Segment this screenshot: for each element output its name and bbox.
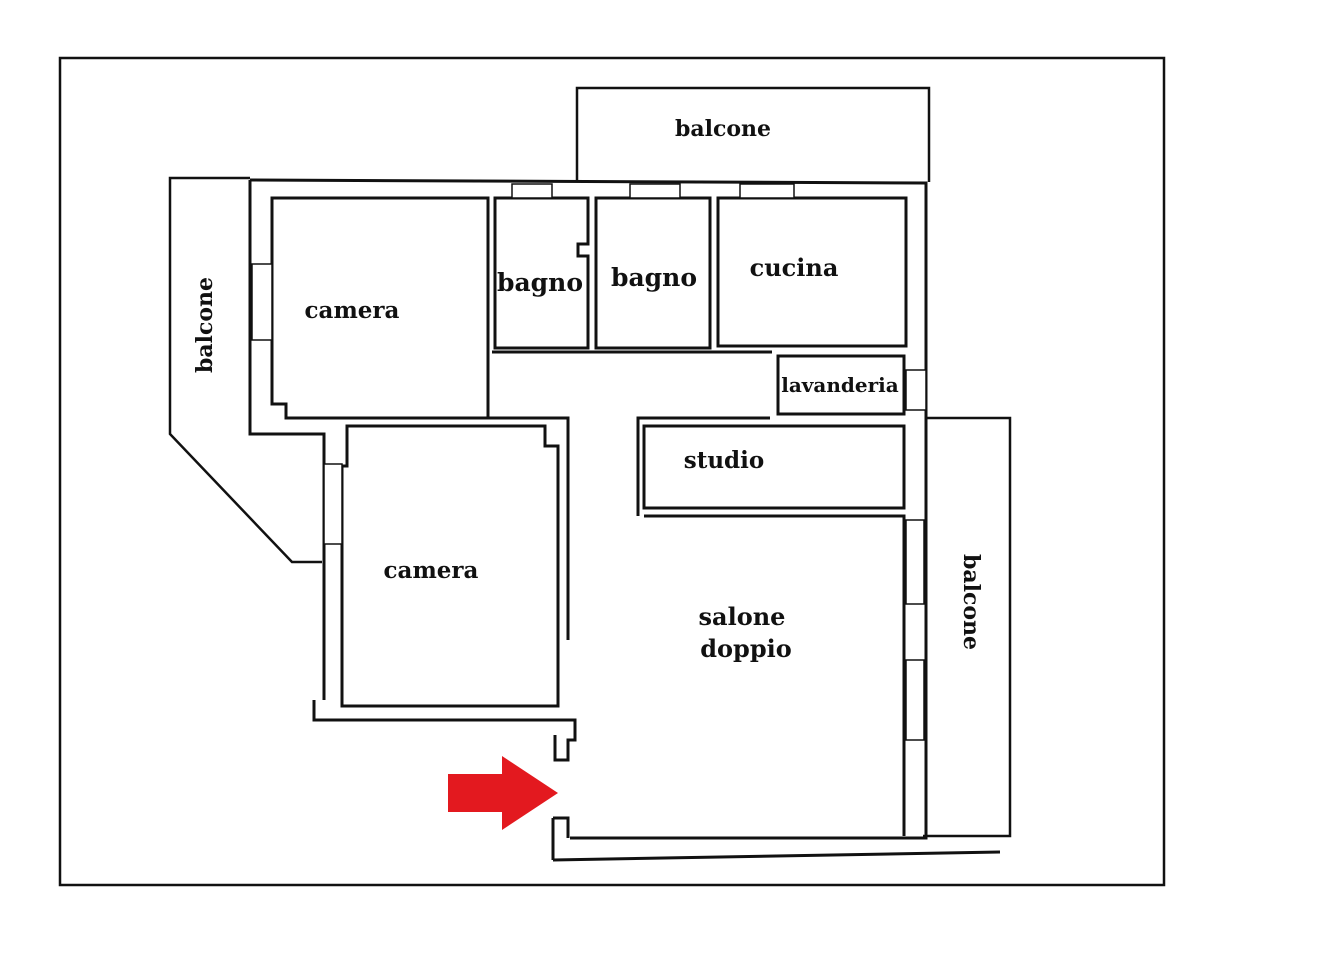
label-balcone-top: balcone bbox=[675, 116, 771, 142]
window-camera-1 bbox=[251, 263, 273, 341]
label-lavanderia: lavanderia bbox=[781, 373, 899, 397]
exterior-wall-bottom-stub bbox=[553, 816, 570, 838]
window-camera-2 bbox=[323, 463, 343, 545]
bagno-1-walls bbox=[493, 196, 590, 350]
label-bagno-2: bagno bbox=[611, 263, 697, 292]
label-studio: studio bbox=[684, 447, 764, 474]
exterior-wall-outer bbox=[249, 178, 928, 840]
balcone-right-outline bbox=[923, 416, 1012, 838]
window-cucina bbox=[739, 183, 795, 199]
lavanderia-walls bbox=[776, 354, 906, 416]
corridor-wall-bottom bbox=[636, 416, 770, 516]
label-balcone-left: balcone bbox=[192, 277, 218, 373]
exterior-wall-bottom bbox=[552, 850, 1001, 862]
window-bagno-1 bbox=[511, 183, 553, 199]
plan-frame bbox=[58, 56, 1166, 887]
window-salone-2 bbox=[905, 659, 925, 741]
label-salone-line2: doppio bbox=[700, 634, 791, 663]
camera-1-walls bbox=[270, 196, 490, 420]
label-salone-line1: salone bbox=[699, 602, 786, 631]
balcone-left-outline bbox=[168, 176, 322, 564]
camera-2-corridor-wall bbox=[325, 416, 570, 640]
window-salone-1 bbox=[905, 519, 925, 605]
salone-walls bbox=[644, 514, 906, 836]
exterior-wall-left-wing bbox=[248, 180, 326, 700]
label-balcone-right: balcone bbox=[958, 554, 984, 650]
window-lavanderia bbox=[905, 369, 927, 411]
camera-2-walls bbox=[340, 424, 560, 708]
studio-walls bbox=[642, 424, 906, 510]
cucina-walls bbox=[716, 196, 908, 348]
label-camera-2: camera bbox=[384, 557, 479, 584]
exterior-wall-left-bottom bbox=[312, 700, 577, 762]
arrow-right-icon bbox=[448, 756, 558, 830]
label-bagno-1: bagno bbox=[497, 268, 583, 297]
window-bagno-2 bbox=[629, 183, 681, 199]
label-cucina: cucina bbox=[750, 253, 839, 282]
label-camera-1: camera bbox=[305, 297, 400, 324]
balcone-top-outline bbox=[575, 86, 931, 182]
